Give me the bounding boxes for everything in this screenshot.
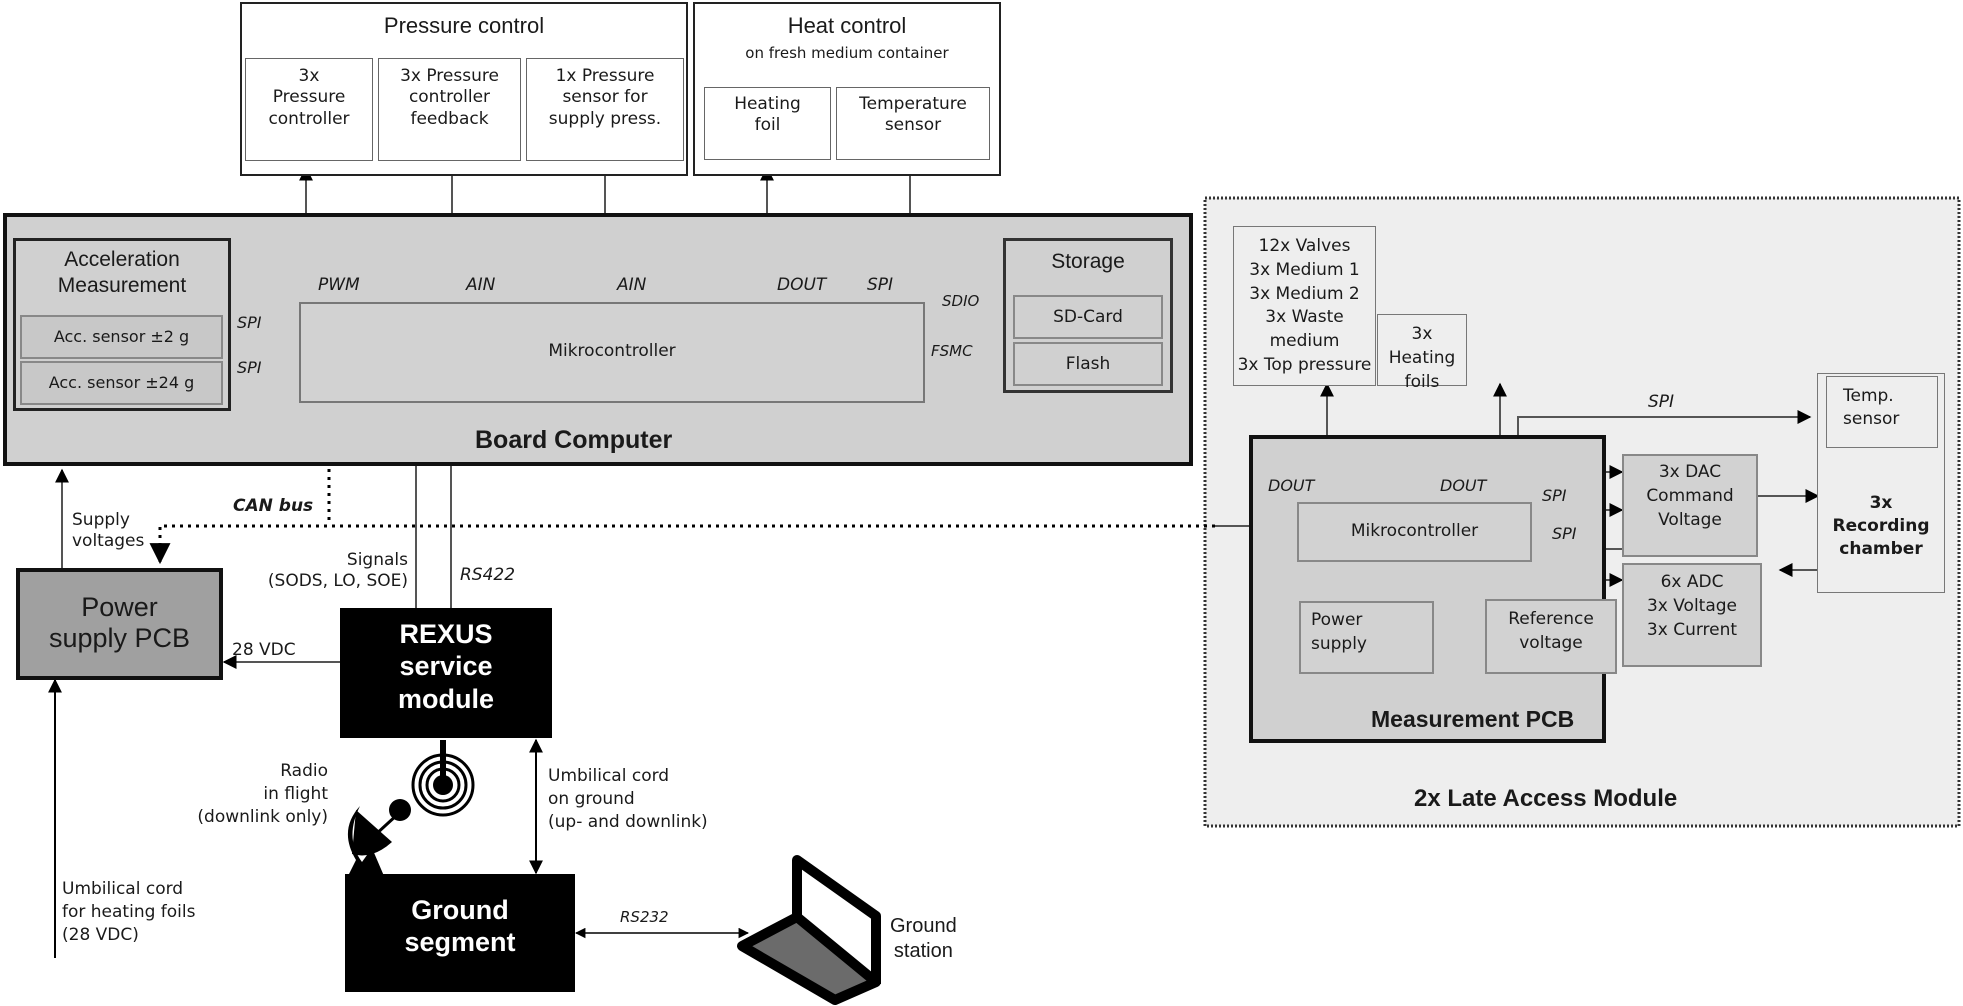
rs422-label: RS422 [460,565,516,585]
sd-card-label: SD-Card [1053,307,1123,327]
spi-acc1-label: SPI [237,313,262,332]
reference-voltage-label: Reference voltage [1508,609,1594,653]
adc-box: 6x ADC 3x Voltage 3x Current [1622,563,1762,667]
lam-mikrocontroller-box: Mikrocontroller [1297,502,1532,562]
signals-label: Signals (SODS, LO, SOE) [267,550,408,592]
spi-temp-label: SPI [867,275,894,295]
satellite-dish-icon [347,799,411,876]
ain1-label: AIN [466,275,496,295]
mikrocontroller-box: Mikrocontroller [299,302,925,403]
acceleration-title: Acceleration Measurement [57,248,187,298]
dac-box: 3x DAC Command Voltage [1622,454,1758,557]
lam-spi2-label: SPI [1552,524,1577,543]
pressure-controller-label: 3x Pressure controller [268,66,350,129]
lam-temp-sensor-label: Temp. sensor [1843,386,1900,429]
lam-spi1-label: SPI [1542,486,1567,505]
measurement-pcb: Measurement PCB [1249,435,1606,743]
rexus-service-module: REXUS service module [340,608,552,738]
lam-dout2-label: DOUT [1440,476,1487,495]
fsmc-label: FSMC [931,342,973,360]
lam-temp-sensor-box: Temp. sensor [1826,376,1938,448]
lam-spi-top-label: SPI [1648,392,1675,412]
pressure-sensor-box: 1x Pressure sensor for supply press. [526,58,684,161]
pressure-controller-box: 3x Pressure controller [245,58,373,161]
pressure-sensor-label: 1x Pressure sensor for supply press. [548,66,662,129]
acc-sensor-24g: Acc. sensor ±24 g [20,361,223,405]
radio-antenna-icon [411,740,475,817]
pressure-feedback-box: 3x Pressure controller feedback [378,58,521,161]
heating-foil-label: Heating foil [734,94,801,136]
mikrocontroller-label: Mikrocontroller [548,341,676,361]
pressure-control-title: Pressure control [383,13,545,38]
acc-sensor-24g-label: Acc. sensor ±24 g [48,373,195,392]
sd-card-box: SD-Card [1013,295,1163,339]
ain2-label: AIN [617,275,647,295]
laptop-icon [737,855,881,1005]
valves-label: 12x Valves 3x Medium 1 3x Medium 2 3x Wa… [1237,236,1372,375]
ground-segment: Ground segment [345,874,575,992]
rexus-title: REXUS service module [397,619,494,714]
umbilical-heating-label: Umbilical cord for heating foils (28 VDC… [62,879,196,945]
pwm-label: PWM [318,275,360,295]
lam-heating-foils-box: 3x Heating foils [1377,314,1467,392]
board-computer-title: Board Computer [475,426,673,454]
adc-label: 6x ADC 3x Voltage 3x Current [1646,572,1738,640]
radio-label: Radio in flight (downlink only) [197,761,328,827]
recording-chamber-label: 3x Recording chamber [1832,493,1930,559]
lam-heating-foils-label: 3x Heating foils [1388,324,1456,392]
ground-station-label: Ground station [890,915,957,962]
umbilical-ground-label: Umbilical cord on ground (up- and downli… [548,766,708,832]
dout-label: DOUT [777,275,827,295]
late-access-module-title: 2x Late Access Module [1414,785,1678,812]
lam-dout1-label: DOUT [1268,476,1315,495]
heat-control-title: Heat control [787,13,907,38]
flash-label: Flash [1065,354,1111,374]
pressure-feedback-label: 3x Pressure controller feedback [400,66,499,129]
storage-title: Storage [1051,250,1125,273]
heating-foil-box: Heating foil [704,87,831,160]
power-supply-pcb: Power supply PCB [16,568,223,680]
sdio-label: SDIO [942,292,980,310]
dac-label: 3x DAC Command Voltage [1646,462,1734,530]
flash-box: Flash [1013,342,1163,386]
power-supply-title: Power supply PCB [48,592,191,654]
vdc-label: 28 VDC [232,640,296,660]
acc-sensor-2g-label: Acc. sensor ±2 g [53,327,190,346]
lam-power-supply-box: Power supply [1299,601,1434,674]
rs232-label: RS232 [620,908,669,926]
temperature-sensor-box: Temperature sensor [836,87,990,160]
acc-sensor-2g: Acc. sensor ±2 g [20,315,223,359]
lam-power-supply-label: Power supply [1311,610,1367,654]
lam-mikrocontroller-label: Mikrocontroller [1350,521,1479,541]
can-bus-label: CAN bus [233,496,314,516]
valves-box: 12x Valves 3x Medium 1 3x Medium 2 3x Wa… [1233,226,1376,386]
spi-acc2-label: SPI [237,358,262,377]
heat-control-subtitle: on fresh medium container [745,44,949,62]
supply-voltages-label: Supply voltages [72,510,145,552]
ground-segment-title: Ground segment [404,895,516,958]
measurement-pcb-title: Measurement PCB [1371,706,1575,732]
reference-voltage-box: Reference voltage [1485,599,1617,674]
temperature-sensor-label: Temperature sensor [859,94,967,136]
